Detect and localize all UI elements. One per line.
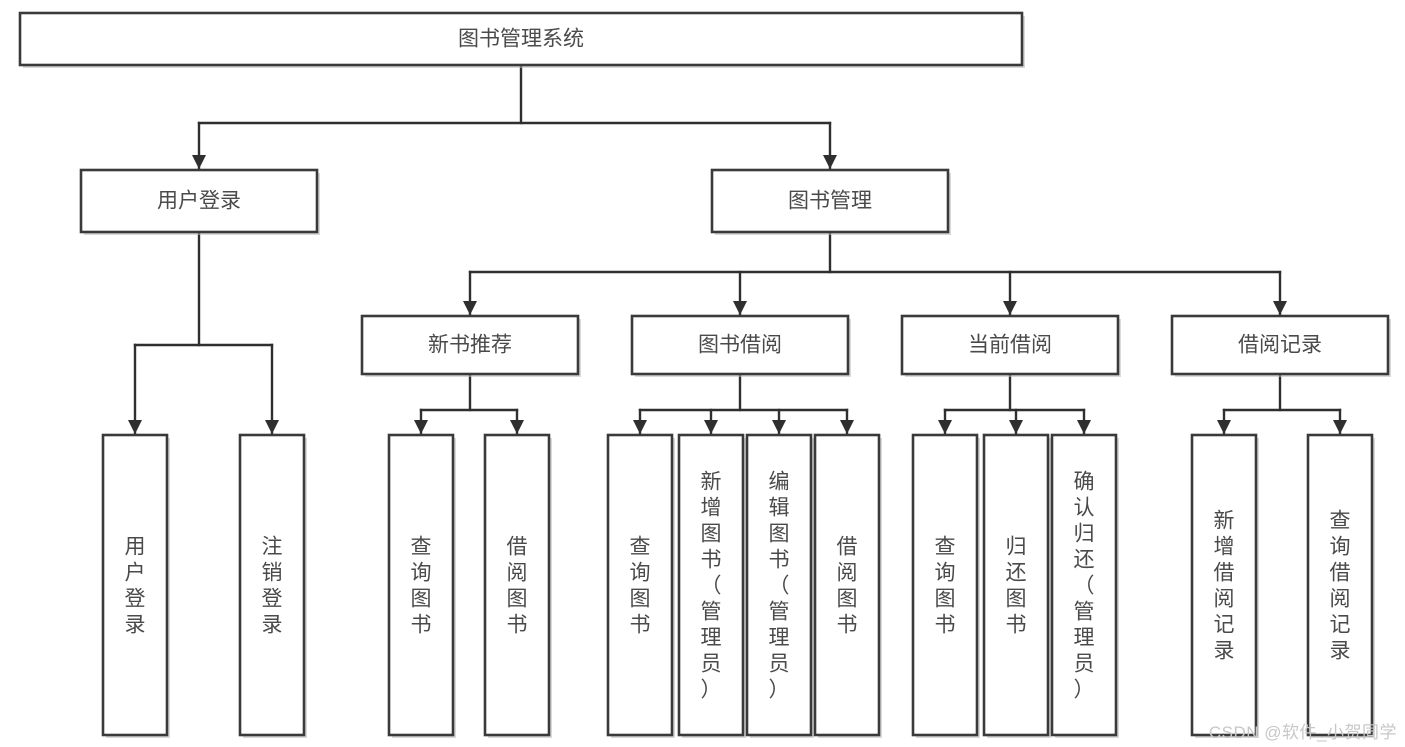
node-current-borrow[interactable]: 当前借阅 bbox=[900, 314, 1121, 377]
node-rect bbox=[710, 168, 950, 234]
node-label: 查询图书 bbox=[630, 535, 651, 636]
arrow-head-icon bbox=[633, 420, 647, 434]
node-rect bbox=[1306, 433, 1374, 737]
node-rect bbox=[745, 433, 813, 737]
node-rect bbox=[982, 433, 1050, 737]
connector-group bbox=[633, 372, 854, 435]
arrow-head-icon bbox=[1077, 420, 1091, 434]
node-label: 新增图书（管理员） bbox=[701, 470, 722, 701]
connector-group bbox=[463, 230, 1287, 316]
node-root-root[interactable]: 图书管理系统 bbox=[18, 11, 1025, 68]
node-layer: 图书管理系统用户登录图书管理新书推荐图书借阅当前借阅借阅记录用户登录注销登录查询… bbox=[18, 11, 1391, 738]
node-rect bbox=[1050, 433, 1118, 737]
arrow-head-icon bbox=[1003, 301, 1017, 315]
node-book-borrow[interactable]: 图书借阅 bbox=[630, 314, 851, 377]
connector-group bbox=[1217, 372, 1347, 435]
node-leaf-add-book-admin[interactable]: 新增图书（管理员） bbox=[677, 433, 746, 738]
node-label: 新增借阅记录 bbox=[1214, 509, 1235, 662]
arrow-head-icon bbox=[1333, 420, 1347, 434]
node-label: 查询借阅记录 bbox=[1330, 509, 1351, 662]
node-rect bbox=[387, 433, 455, 737]
node-label: 用户登录 bbox=[157, 190, 241, 213]
node-label: 编辑图书（管理员） bbox=[769, 470, 790, 701]
node-rect bbox=[101, 433, 169, 737]
arrow-head-icon bbox=[192, 155, 206, 169]
node-label: 注销登录 bbox=[262, 535, 283, 636]
arrow-head-icon bbox=[733, 301, 747, 315]
node-label: 图书管理系统 bbox=[458, 28, 584, 51]
watermark-label: CSDN @软件_小贺同学 bbox=[1208, 723, 1397, 742]
node-leaf-query-book-borrow[interactable]: 查询图书 bbox=[606, 433, 675, 738]
arrow-head-icon bbox=[265, 420, 279, 434]
arrow-head-icon bbox=[772, 420, 786, 434]
arrow-head-icon bbox=[823, 155, 837, 169]
arrow-head-icon bbox=[704, 420, 718, 434]
node-leaf-query-borrow-record[interactable]: 查询借阅记录 bbox=[1306, 433, 1375, 738]
node-leaf-user-logout[interactable]: 注销登录 bbox=[238, 433, 307, 738]
node-rect bbox=[911, 433, 979, 737]
connector-group bbox=[192, 63, 837, 170]
node-rect bbox=[18, 11, 1024, 67]
node-label: 新书推荐 bbox=[428, 334, 512, 357]
connector-group bbox=[938, 372, 1091, 435]
arrow-head-icon bbox=[1217, 420, 1231, 434]
node-rect bbox=[606, 433, 674, 737]
node-label: 图书管理 bbox=[788, 190, 872, 213]
node-rect bbox=[630, 314, 850, 376]
node-borrow-record[interactable]: 借阅记录 bbox=[1170, 314, 1391, 377]
arrow-head-icon bbox=[510, 420, 524, 434]
node-rect bbox=[1190, 433, 1258, 737]
node-leaf-query-book-current[interactable]: 查询图书 bbox=[911, 433, 980, 738]
node-rect bbox=[483, 433, 551, 737]
node-leaf-add-borrow-record[interactable]: 新增借阅记录 bbox=[1190, 433, 1259, 738]
node-label: 借阅图书 bbox=[837, 535, 858, 636]
node-rect bbox=[238, 433, 306, 737]
node-label: 借阅图书 bbox=[507, 535, 528, 636]
node-label: 查询图书 bbox=[411, 535, 432, 636]
node-rect bbox=[677, 433, 745, 737]
node-leaf-confirm-return-admin[interactable]: 确认归还（管理员） bbox=[1050, 433, 1119, 738]
node-rect bbox=[813, 433, 881, 737]
node-rect bbox=[79, 168, 319, 234]
node-new-book-recommend[interactable]: 新书推荐 bbox=[360, 314, 581, 377]
arrow-head-icon bbox=[128, 420, 142, 434]
arrow-head-icon bbox=[414, 420, 428, 434]
arrow-head-icon bbox=[463, 301, 477, 315]
node-rect bbox=[900, 314, 1120, 376]
arrow-head-icon bbox=[938, 420, 952, 434]
connector-group bbox=[128, 230, 279, 435]
arrow-head-icon bbox=[1009, 420, 1023, 434]
node-leaf-borrow-book-rec[interactable]: 借阅图书 bbox=[483, 433, 552, 738]
node-label: 借阅记录 bbox=[1238, 334, 1322, 357]
node-leaf-borrow-book[interactable]: 借阅图书 bbox=[813, 433, 882, 738]
connector-layer bbox=[128, 63, 1347, 435]
node-label: 当前借阅 bbox=[968, 334, 1052, 357]
node-rect bbox=[360, 314, 580, 376]
arrow-head-icon bbox=[1273, 301, 1287, 315]
arrow-head-icon bbox=[840, 420, 854, 434]
node-rect bbox=[1170, 314, 1390, 376]
node-label: 查询图书 bbox=[935, 535, 956, 636]
node-leaf-query-book-rec[interactable]: 查询图书 bbox=[387, 433, 456, 738]
node-leaf-edit-book-admin[interactable]: 编辑图书（管理员） bbox=[745, 433, 814, 738]
node-label: 归还图书 bbox=[1006, 535, 1027, 636]
node-leaf-user-login[interactable]: 用户登录 bbox=[101, 433, 170, 738]
node-label: 图书借阅 bbox=[698, 334, 782, 357]
connector-group bbox=[414, 372, 524, 435]
node-book-manage[interactable]: 图书管理 bbox=[710, 168, 951, 235]
node-user-login[interactable]: 用户登录 bbox=[79, 168, 320, 235]
node-label: 用户登录 bbox=[125, 535, 146, 636]
node-label: 确认归还（管理员） bbox=[1074, 470, 1095, 701]
node-leaf-return-book[interactable]: 归还图书 bbox=[982, 433, 1051, 738]
